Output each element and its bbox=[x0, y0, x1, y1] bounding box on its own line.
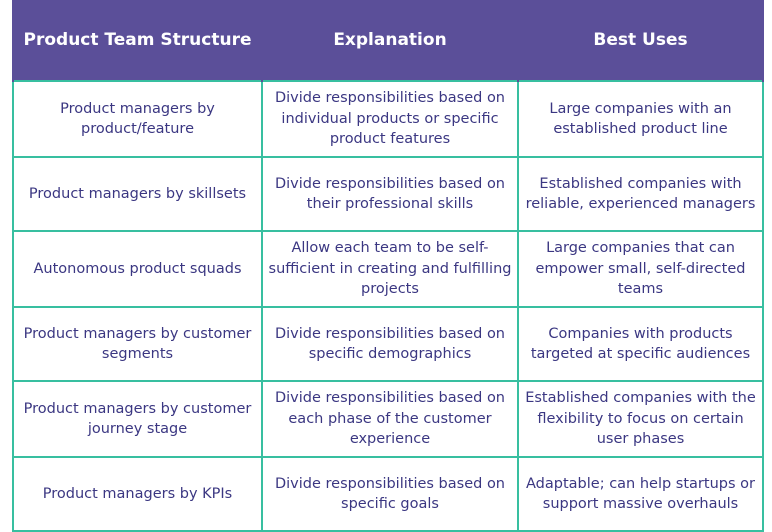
structure-cell: Product managers by KPIs bbox=[12, 456, 263, 532]
table-row: Product managers by KPIs Divide responsi… bbox=[12, 456, 764, 532]
best-uses-cell: Large companies with an established prod… bbox=[517, 80, 764, 158]
table-row: Autonomous product squads Allow each tea… bbox=[12, 230, 764, 308]
table-row: Product managers by skillsets Divide res… bbox=[12, 156, 764, 232]
team-structure-table: Product Team Structure Explanation Best … bbox=[12, 0, 764, 532]
best-uses-cell: Large companies that can empower small, … bbox=[517, 230, 764, 308]
table-row: Product managers by customer segments Di… bbox=[12, 306, 764, 382]
table-row: Product managers by product/feature Divi… bbox=[12, 80, 764, 158]
structure-cell: Product managers by customer journey sta… bbox=[12, 380, 263, 458]
best-uses-cell: Established companies with the flexibili… bbox=[517, 380, 764, 458]
header-explanation: Explanation bbox=[261, 0, 519, 81]
best-uses-cell: Adaptable; can help startups or support … bbox=[517, 456, 764, 532]
structure-cell: Product managers by customer segments bbox=[12, 306, 263, 382]
explanation-cell: Divide responsibilities based on each ph… bbox=[261, 380, 519, 458]
structure-cell: Autonomous product squads bbox=[12, 230, 263, 308]
table-row: Product managers by customer journey sta… bbox=[12, 380, 764, 458]
explanation-cell: Divide responsibilities based on individ… bbox=[261, 80, 519, 158]
header-best-uses: Best Uses bbox=[517, 0, 764, 81]
best-uses-cell: Companies with products targeted at spec… bbox=[517, 306, 764, 382]
explanation-cell: Divide responsibilities based on specifi… bbox=[261, 306, 519, 382]
best-uses-cell: Established companies with reliable, exp… bbox=[517, 156, 764, 232]
structure-cell: Product managers by product/feature bbox=[12, 80, 263, 158]
explanation-cell: Divide responsibilities based on their p… bbox=[261, 156, 519, 232]
structure-cell: Product managers by skillsets bbox=[12, 156, 263, 232]
explanation-cell: Divide responsibilities based on specifi… bbox=[261, 456, 519, 532]
header-structure: Product Team Structure bbox=[12, 0, 263, 81]
header-row: Product Team Structure Explanation Best … bbox=[12, 0, 764, 81]
explanation-cell: Allow each team to be self-sufficient in… bbox=[261, 230, 519, 308]
